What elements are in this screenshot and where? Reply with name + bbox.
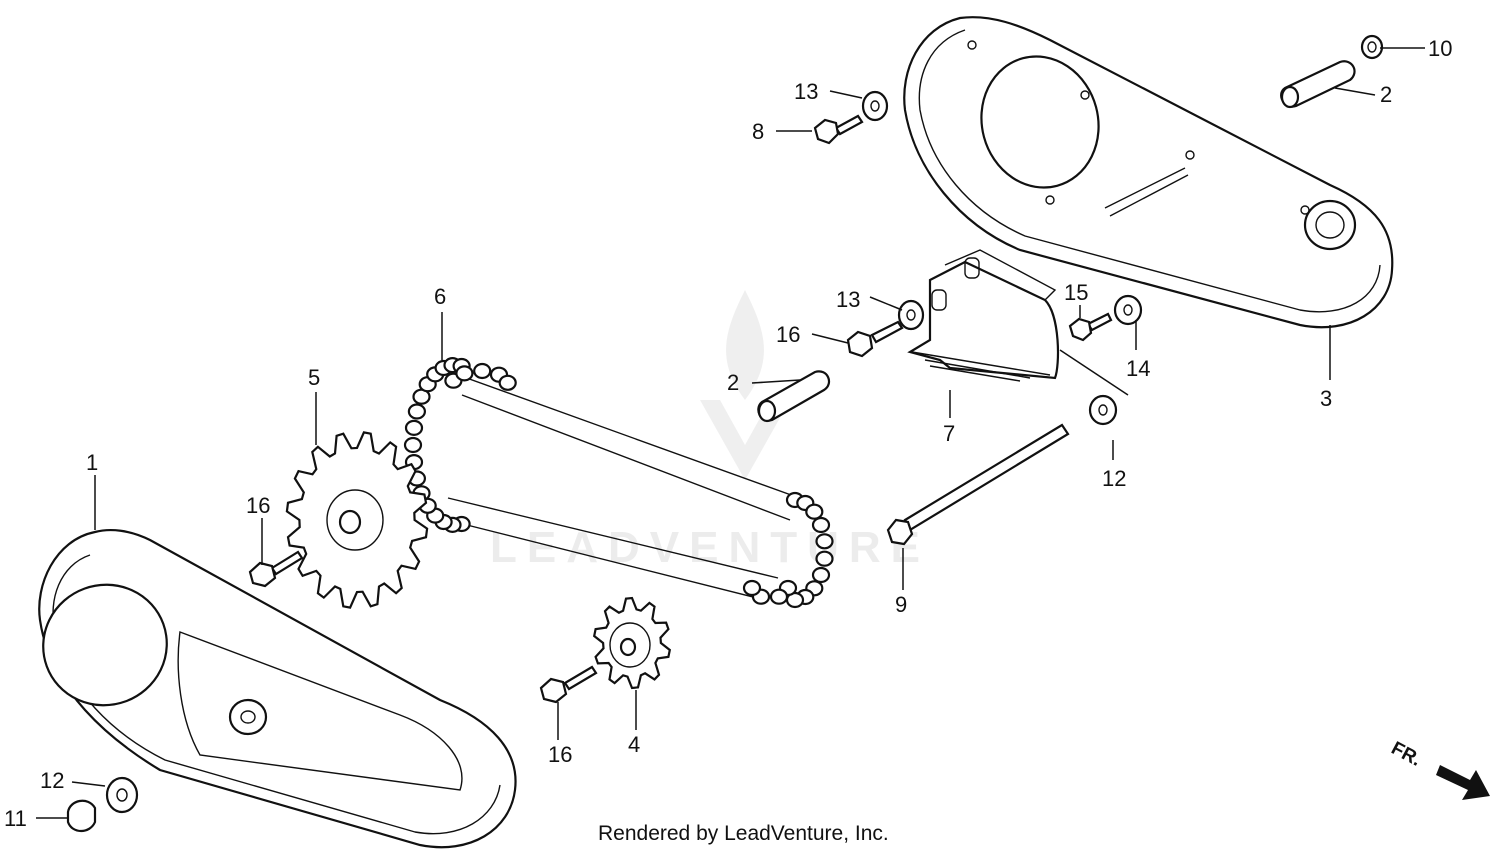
callout-14: 14: [1126, 356, 1150, 381]
chain-link: [805, 503, 824, 520]
bolt-16-upper: [846, 320, 904, 358]
chain-link: [815, 533, 834, 550]
callouts: 1 2 2 3 4 5 6 7 8 9 10 11 12 12 13 13 14…: [4, 36, 1452, 831]
nut-upper: [1360, 34, 1384, 60]
callout-9: 9: [895, 592, 907, 617]
watermark-text: LEADVENTURE: [490, 523, 930, 572]
callout-11: 11: [4, 806, 27, 831]
callout-12-right: 12: [1102, 466, 1126, 491]
callout-12-left: 12: [40, 768, 64, 793]
chain-link: [815, 550, 834, 567]
sprocket-large: [285, 431, 429, 609]
callout-16-left: 16: [246, 493, 270, 518]
chain-link: [811, 516, 831, 534]
collar-middle: [757, 370, 831, 423]
washer-upper: [861, 90, 889, 122]
sprocket-small: [592, 596, 672, 690]
callout-13-middle: 13: [836, 287, 860, 312]
long-bolt: [886, 423, 1070, 546]
cap-nut: [66, 799, 97, 833]
chain-link: [455, 365, 474, 382]
washer-right: [1088, 394, 1118, 426]
chain-case-cover-front: [38, 529, 517, 849]
washer-middle: [897, 299, 925, 331]
callout-4: 4: [628, 732, 640, 757]
callout-2-upper: 2: [1380, 82, 1392, 107]
washer-left: [105, 776, 139, 814]
chain-link: [769, 588, 789, 605]
front-direction-arrow-icon: [1436, 765, 1490, 800]
callout-2-middle: 2: [727, 370, 739, 395]
chain-link: [403, 436, 423, 454]
callout-10: 10: [1428, 36, 1452, 61]
callout-16-lower: 16: [548, 742, 572, 767]
chain-link: [407, 403, 426, 420]
bolt-16-lower: [539, 665, 598, 704]
chain-link: [498, 374, 517, 391]
front-direction-label: FR.: [1388, 738, 1425, 771]
leader-lines: [36, 47, 1425, 819]
bolt-upper: [813, 114, 864, 145]
bolt-15: [1068, 312, 1113, 342]
callout-7: 7: [943, 421, 955, 446]
chain-link: [473, 362, 492, 380]
chain-link: [404, 419, 424, 436]
callout-16-upper: 16: [776, 322, 800, 347]
washer-14: [1113, 294, 1143, 326]
chain-case-cover-rear: [903, 16, 1394, 329]
bolt-16-left: [248, 550, 304, 588]
stud-rear: [1104, 167, 1189, 217]
chain-link: [742, 579, 762, 597]
render-credit: Rendered by LeadVenture, Inc.: [598, 822, 889, 845]
chain-link: [811, 566, 831, 584]
callout-1: 1: [86, 450, 98, 475]
callout-5: 5: [308, 365, 320, 390]
collar-upper: [1280, 60, 1356, 109]
bracket: [907, 249, 1060, 382]
front-direction-indicator: FR.: [1388, 738, 1490, 800]
callout-3: 3: [1320, 386, 1332, 411]
callout-13-upper: 13: [794, 79, 818, 104]
callout-15: 15: [1064, 280, 1088, 305]
callout-8: 8: [752, 119, 764, 144]
callout-6: 6: [434, 284, 446, 309]
